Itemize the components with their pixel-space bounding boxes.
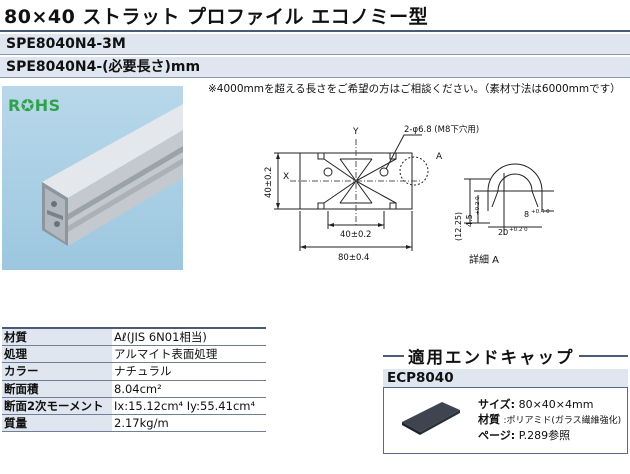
- part-code-custom-length: SPE8040N4-(必要長さ)mm: [0, 57, 630, 78]
- spec-value: ナチュラル: [112, 362, 266, 381]
- spec-value: アルマイト表面処理: [112, 345, 266, 364]
- spec-value: Aℓ(JIS 6N01相当): [112, 327, 266, 346]
- endcap-code: ECP8040: [383, 369, 628, 388]
- spec-key: 材質: [2, 327, 112, 346]
- title-rule: [0, 30, 630, 32]
- spec-value: Ix:15.12cm⁴ Iy:55.41cm⁴: [112, 397, 266, 416]
- axis-x-label: X: [283, 172, 289, 182]
- detail-a-label: 詳細 A: [469, 255, 500, 266]
- spec-key: カラー: [2, 362, 112, 381]
- endcap-image: [402, 402, 460, 435]
- detail-dim-2: 4.5: [465, 214, 474, 227]
- endcap-material-label: 材質: [478, 413, 500, 426]
- endcap-page-value: P.289参照: [518, 429, 571, 442]
- axis-y-label: Y: [352, 127, 359, 137]
- page-title: 80×40 ストラット プロファイル エコノミー型: [4, 6, 429, 28]
- endcap-size-row: サイズ: 80×40×4mm: [478, 396, 593, 412]
- detail-dim-3: 8: [524, 210, 529, 219]
- spec-key: 断面積: [2, 380, 112, 398]
- endcap-size-label: サイズ:: [478, 398, 516, 411]
- endcap-page-row: ページ: P.289参照: [478, 427, 570, 443]
- endcap-title: 適用エンドキャップ: [404, 344, 579, 368]
- spec-key: 断面2次モーメント: [2, 397, 112, 416]
- length-note: ※4000mmを超える長さをご希望の方はご相談ください。（素材寸法は6000mm…: [208, 83, 621, 95]
- table-row: 材質 Aℓ(JIS 6N01相当): [2, 327, 266, 346]
- spec-key: 質量: [2, 414, 112, 433]
- detail-dim-3-tol: +0.4 0: [531, 209, 550, 215]
- part-code-fixed-length: SPE8040N4-3M: [0, 34, 630, 55]
- endcap-material-row: 材質 :ポリアミド(ガラス繊維強化): [478, 411, 621, 427]
- endcap-material-value: :ポリアミド(ガラス繊維強化): [503, 416, 622, 426]
- cross-section-drawing: Y X 2-φ6.8 (M8下穴用) A 40±0.2 40±0.2 80±0.…: [264, 124, 554, 263]
- extrusion-illustration: [42, 104, 183, 246]
- detail-dim-4-tol: +0.2 0: [509, 227, 528, 233]
- detail-marker: A: [436, 152, 443, 162]
- spec-value: 8.04cm²: [112, 380, 266, 398]
- rohs-logo: R✪HS: [8, 96, 61, 115]
- table-row: 断面積 8.04cm²: [2, 380, 266, 398]
- detail-slot-outline: [487, 163, 543, 192]
- detail-dim-2-tol: +0.2 0: [475, 196, 481, 215]
- spec-value: 2.17kg/m: [112, 414, 266, 433]
- endcap-page-label: ページ:: [478, 429, 516, 442]
- table-row: カラー ナチュラル: [2, 362, 266, 381]
- spec-key: 処理: [2, 345, 112, 364]
- spec-table: 材質 Aℓ(JIS 6N01相当) 処理 アルマイト表面処理 カラー ナチュラル…: [2, 327, 266, 433]
- detail-dim-1: (12.25): [454, 212, 463, 241]
- endcap-size-value: 80×40×4mm: [518, 398, 594, 411]
- width-dimension: 80±0.4: [338, 253, 369, 263]
- hole-note: 2-φ6.8 (M8下穴用): [404, 124, 479, 135]
- table-row: 質量 2.17kg/m: [2, 414, 266, 433]
- table-row: 処理 アルマイト表面処理: [2, 345, 266, 364]
- hole-pitch-dimension: 40±0.2: [340, 230, 371, 240]
- product-photo: [2, 86, 183, 270]
- table-row: 断面2次モーメント Ix:15.12cm⁴ Iy:55.41cm⁴: [2, 397, 266, 416]
- detail-dim-4: 20: [498, 228, 508, 237]
- height-dimension: 40±0.2: [264, 167, 274, 198]
